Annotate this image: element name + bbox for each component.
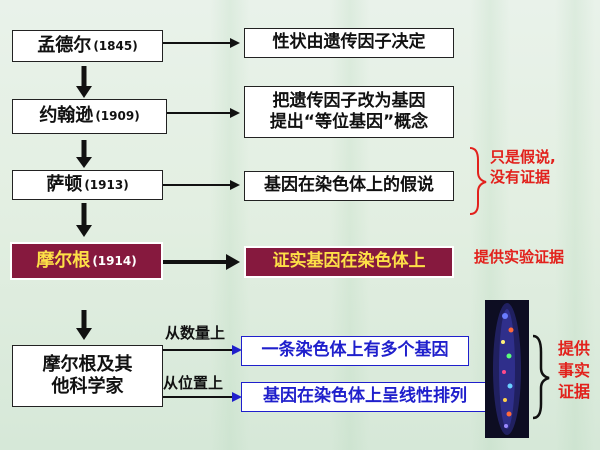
bold-right-arrow <box>163 254 240 270</box>
scientist-name: 孟德尔 <box>37 34 92 56</box>
note-line: 证据 <box>557 382 590 402</box>
finding-text: 证实基因在染色体上 <box>272 251 426 272</box>
note-line: 只是假说, <box>490 148 556 166</box>
note-line: 提供 <box>557 339 590 358</box>
scientist-year: (1909) <box>95 109 140 123</box>
group-line2: 他科学家 <box>51 376 124 397</box>
scientist-year: (1913) <box>84 177 129 192</box>
morgan-box: 摩尔根(1914) <box>10 242 163 280</box>
sutton-box: 萨顿(1913) <box>12 170 163 200</box>
right-brace <box>469 147 487 215</box>
scientist-name: 萨顿 <box>46 173 83 195</box>
quantity-label: 从数量上 <box>165 324 226 342</box>
finding-text: 基因在染色体上呈线性排列 <box>263 386 467 407</box>
down-arrow <box>76 140 92 168</box>
note-line: 事实 <box>557 360 590 380</box>
mendel-box: 孟德尔(1845) <box>12 30 163 62</box>
morgan-group-box: 摩尔根及其 他科学家 <box>12 345 163 407</box>
down-arrow <box>76 203 92 237</box>
position-finding-box: 基因在染色体上呈线性排列 <box>241 382 489 412</box>
finding-text: 基因在染色体上的假说 <box>264 175 434 196</box>
down-arrow <box>76 66 92 98</box>
finding-text: 把遗传因子改为基因 <box>272 90 426 111</box>
mendel-finding-box: 性状由遗传因子决定 <box>244 28 454 58</box>
scientist-name: 摩尔根 <box>36 249 91 271</box>
morgan-finding-box: 证实基因在染色体上 <box>244 246 454 278</box>
position-label: 从位置上 <box>163 374 224 392</box>
experimental-evidence-note: 提供实验证据 <box>474 248 565 266</box>
finding-text: 一条染色体上有多个基因 <box>261 340 449 361</box>
sutton-finding-box: 基因在染色体上的假说 <box>244 171 454 201</box>
quantity-finding-box: 一条染色体上有多个基因 <box>241 336 469 366</box>
finding-text: 性状由遗传因子决定 <box>272 32 426 53</box>
scientist-year: (1845) <box>93 38 138 53</box>
finding-text: 提出“等位基因”概念 <box>269 112 429 132</box>
chromosome-fluorescence-image <box>485 300 529 438</box>
right-brace <box>532 334 550 420</box>
scientist-year: (1914) <box>92 253 137 268</box>
group-line1: 摩尔根及其 <box>42 353 133 375</box>
johannsen-finding-box: 把遗传因子改为基因 提出“等位基因”概念 <box>244 86 454 138</box>
hypothesis-note: 只是假说, 没有证据 <box>490 148 556 187</box>
johannsen-box: 约翰逊(1909) <box>12 99 167 134</box>
scientist-name: 约翰逊 <box>39 105 94 127</box>
down-arrow <box>76 310 92 340</box>
factual-evidence-note: 提供 事实 证据 <box>553 338 595 403</box>
note-line: 没有证据 <box>490 167 551 186</box>
